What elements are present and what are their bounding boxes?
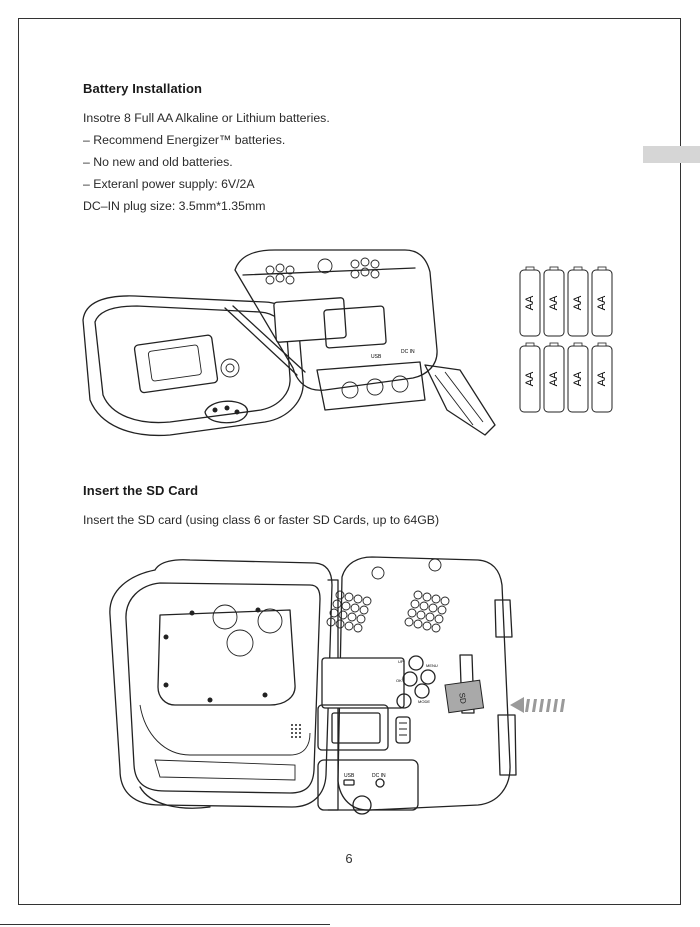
aa-battery-icon: AA <box>519 266 541 337</box>
mode-label: MODE <box>418 699 430 704</box>
aa-battery-icon: AA <box>567 342 589 413</box>
page-number: 6 <box>345 851 353 866</box>
battery-line-5: DC–IN plug size: 3.5mm*1.35mm <box>83 199 266 213</box>
up-label: UP <box>398 659 404 664</box>
aa-battery-label: AA <box>524 371 536 386</box>
sd-dcin-label: DC IN <box>372 773 386 779</box>
sd-heading: Insert the SD Card <box>83 483 199 498</box>
aa-battery-label: AA <box>572 371 584 386</box>
aa-battery-label: AA <box>548 371 560 386</box>
aa-battery-label: AA <box>548 295 560 310</box>
sd-line: Insert the SD card (using class 6 or fas… <box>83 513 440 527</box>
aa-battery-icon: AA <box>567 266 589 337</box>
battery-line-3: – No new and old batteries. <box>83 155 233 169</box>
aa-battery-icon: AA <box>543 342 565 413</box>
battery-line-2: – Recommend Energizer™ batteries. <box>83 133 286 147</box>
section-tab <box>643 146 700 163</box>
aa-battery-icon: AA <box>591 342 613 413</box>
aa-battery-icon: AA <box>591 266 613 337</box>
aa-battery-icon: AA <box>543 266 565 337</box>
menu-label: MENU <box>426 663 438 668</box>
aa-battery-label: AA <box>596 371 608 386</box>
aa-battery-label: AA <box>524 295 536 310</box>
sd-card-label: SD <box>457 692 467 704</box>
camera-sd-illustration: UP MENU OK MODE USB DC IN SD <box>109 556 565 815</box>
page-frame <box>18 18 681 905</box>
ok-label: OK <box>396 678 402 683</box>
battery-line-4: – Exteranl power supply: 6V/2A <box>83 177 255 191</box>
dcin-label: DC IN <box>401 349 415 355</box>
sd-usb-label: USB <box>344 773 355 779</box>
aa-batteries-illustration: AA AA AA AA AA AA AA AA <box>519 266 613 413</box>
aa-battery-icon: AA <box>519 342 541 413</box>
aa-battery-label: AA <box>572 295 584 310</box>
battery-heading: Battery Installation <box>83 81 203 96</box>
bottom-rule <box>0 924 330 925</box>
aa-battery-label: AA <box>596 295 608 310</box>
camera-battery-illustration: USB DC IN <box>82 249 496 437</box>
battery-line-1: Insotre 8 Full AA Alkaline or Lithium ba… <box>83 111 330 125</box>
usb-label: USB <box>371 354 382 360</box>
